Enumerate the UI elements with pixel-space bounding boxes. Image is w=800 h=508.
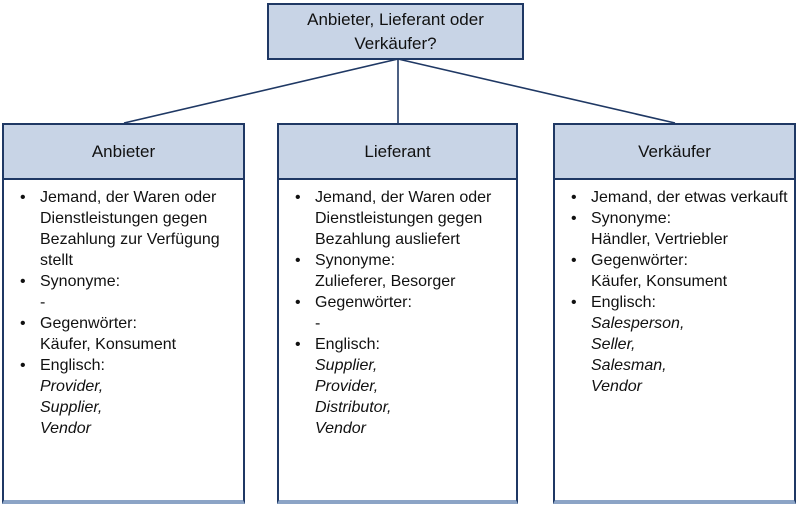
connector-right (397, 58, 676, 124)
text-line: Gegenwörter: (591, 252, 688, 269)
text-line: Synonyme: (40, 273, 121, 290)
text-line: Englisch: (40, 357, 105, 374)
bullet-content: Synonyme: Zulieferer, Besorger (315, 250, 510, 292)
text-line: Jemand, der etwas verkauft (591, 189, 788, 206)
english-term: Vendor (591, 378, 642, 395)
english-term: Provider, (40, 378, 104, 395)
column-card-verkaeufer: Verkäufer • Jemand, der etwas verkauft • Sy… (553, 123, 796, 504)
bullet-marker-icon: • (571, 294, 577, 311)
column-header: Verkäufer (555, 125, 794, 180)
text-line: Synonyme: (315, 252, 396, 269)
bullet-marker-icon: • (20, 315, 26, 332)
english-term: Vendor (315, 420, 366, 437)
column-body: • Jemand, der Waren oder Dienstleistungen… (279, 180, 516, 439)
bullet-content: Englisch: Provider, Supplier, Vendor (40, 355, 237, 439)
root-question-box: Anbieter, Lieferant oder Verkäufer? (267, 3, 524, 60)
english-term: Supplier, (315, 357, 378, 374)
bullet-marker-icon: • (295, 336, 301, 353)
root-question-label: Anbieter, Lieferant oder Verkäufer? (307, 9, 484, 53)
column-body: • Jemand, der Waren oder Dienstleistungen… (4, 180, 243, 439)
connector-lines (123, 58, 676, 124)
text-line: - (40, 294, 46, 311)
bullet-content: Jemand, der etwas verkauft (591, 187, 788, 208)
text-line: Käufer, Konsument (40, 336, 177, 353)
text-line: Zulieferer, Besorger (315, 273, 456, 290)
english-term: Vendor (40, 420, 91, 437)
bullet-content: Englisch: Salesperson, Seller, Salesman, Ven… (591, 292, 788, 397)
text-line: Englisch: (591, 294, 656, 311)
english-term: Seller, (591, 336, 636, 353)
text-line: - (315, 315, 321, 332)
bullet-marker-icon: • (295, 252, 301, 269)
english-term: Distributor, (315, 399, 392, 416)
text-line: Englisch: (315, 336, 380, 353)
bullet-marker-icon: • (571, 252, 577, 269)
bullet-content: Gegenwörter: - (315, 292, 510, 334)
text-line: Käufer, Konsument (591, 273, 728, 290)
text-line: Gegenwörter: (315, 294, 412, 311)
bullet-item: • Synonyme: Zulieferer, Besorger (292, 250, 510, 292)
text-line: Händler, Vertriebler (591, 231, 728, 248)
english-term: Provider, (315, 378, 379, 395)
text-line: Jemand, der Waren oder Dienstleistungen … (315, 189, 492, 248)
bullet-content: Synonyme: - (40, 271, 237, 313)
text-line: Synonyme: (591, 210, 672, 227)
english-term: Salesman, (591, 357, 667, 374)
bullet-item: • Englisch: Provider, Supplier, Vendor (17, 355, 237, 439)
column-header: Anbieter (4, 125, 243, 180)
bullet-content: Jemand, der Waren oder Dienstleistungen … (40, 187, 237, 271)
connector-left (123, 58, 399, 124)
english-term: Salesperson, (591, 315, 685, 332)
bullet-marker-icon: • (20, 357, 26, 374)
bullet-item: • Synonyme: - (17, 271, 237, 313)
column-body: • Jemand, der etwas verkauft • Synonyme: Hän… (555, 180, 794, 397)
bullet-item: • Jemand, der Waren oder Dienstleistungen… (292, 187, 510, 250)
bullet-marker-icon: • (295, 189, 301, 206)
column-header: Lieferant (279, 125, 516, 180)
bullet-marker-icon: • (295, 294, 301, 311)
bullet-item: • Englisch: Supplier, Provider, Distributor,… (292, 334, 510, 439)
text-line: Gegenwörter: (40, 315, 137, 332)
bullet-content: Synonyme: Händler, Vertriebler (591, 208, 788, 250)
column-card-lieferant: Lieferant • Jemand, der Waren oder Dienst… (277, 123, 518, 504)
bullet-marker-icon: • (20, 189, 26, 206)
bullet-item: • Englisch: Salesperson, Seller, Salesman, Ve… (568, 292, 788, 397)
bullet-item: • Gegenwörter: Käufer, Konsument (17, 313, 237, 355)
bullet-item: • Jemand, der etwas verkauft (568, 187, 788, 208)
text-line: Jemand, der Waren oder Dienstleistungen … (40, 189, 220, 269)
bullet-content: Englisch: Supplier, Provider, Distributor, V… (315, 334, 510, 439)
bullet-item: • Synonyme: Händler, Vertriebler (568, 208, 788, 250)
bullet-marker-icon: • (571, 189, 577, 206)
english-term: Supplier, (40, 399, 103, 416)
bullet-content: Gegenwörter: Käufer, Konsument (40, 313, 237, 355)
bullet-item: • Gegenwörter: - (292, 292, 510, 334)
bullet-marker-icon: • (571, 210, 577, 227)
bullet-item: • Jemand, der Waren oder Dienstleistungen… (17, 187, 237, 271)
column-card-anbieter: Anbieter • Jemand, der Waren oder Dienstl… (2, 123, 245, 504)
bullet-content: Gegenwörter: Käufer, Konsument (591, 250, 788, 292)
bullet-marker-icon: • (20, 273, 26, 290)
bullet-content: Jemand, der Waren oder Dienstleistungen … (315, 187, 510, 250)
bullet-item: • Gegenwörter: Käufer, Konsument (568, 250, 788, 292)
